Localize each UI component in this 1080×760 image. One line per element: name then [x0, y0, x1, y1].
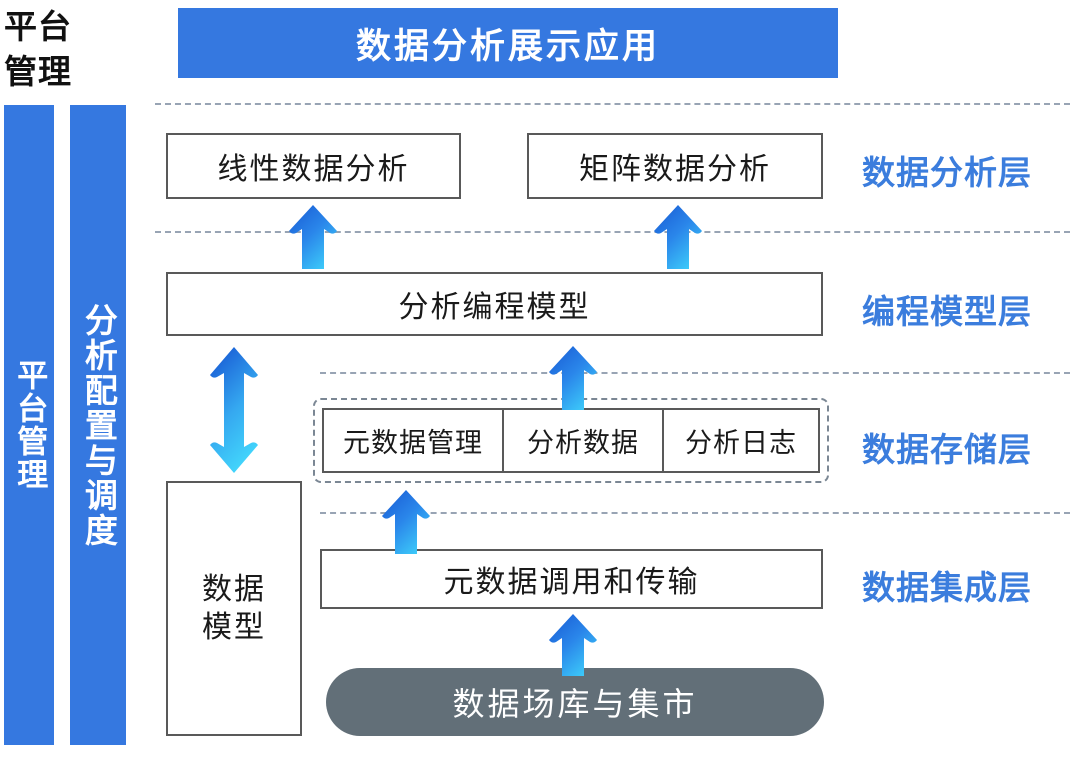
- layer-separator-4: [320, 512, 1070, 514]
- arrow-up-linear-analysis: [289, 205, 337, 269]
- node-analysis-data[interactable]: 分析数据: [502, 410, 662, 471]
- arrow-up-storage-to-model: [549, 346, 597, 410]
- arrow-up-matrix-analysis: [654, 205, 702, 269]
- layer-label-analysis: 数据分析层: [862, 154, 1032, 191]
- corner-title-line2: 管理: [4, 53, 72, 90]
- node-metadata-management[interactable]: 元数据管理: [343, 428, 483, 458]
- layer-separator-3: [320, 372, 1070, 374]
- sidebar-analysis-config-scheduling[interactable]: 分析配置与调度: [70, 105, 126, 745]
- node-metadata-transport[interactable]: 元数据调用和传输: [320, 549, 823, 609]
- layer-label-data-storage: 数据存储层: [862, 431, 1032, 468]
- node-analysis-log[interactable]: 分析日志: [662, 410, 818, 471]
- corner-title-line1: 平台: [4, 8, 72, 46]
- layer-separator-2: [155, 231, 1070, 233]
- node-linear-data-analysis[interactable]: 线性数据分析: [166, 133, 461, 199]
- app-header-title: 数据分析展示应用: [178, 8, 838, 78]
- node-data-mart[interactable]: 数据场库与集市: [326, 668, 824, 736]
- layer-label-data-integration: 数据集成层: [862, 569, 1032, 606]
- node-data-model-line2: 模型: [202, 610, 266, 644]
- node-analysis-programming-model[interactable]: 分析编程模型: [166, 272, 823, 336]
- node-data-model-line1: 数据: [202, 573, 266, 606]
- corner-title: 平台 管理: [4, 2, 114, 98]
- layer-label-programming-model: 编程模型层: [862, 293, 1032, 330]
- storage-layer-cells: 元数据管理 分析数据 分析日志: [322, 408, 820, 473]
- node-matrix-data-analysis[interactable]: 矩阵数据分析: [527, 133, 823, 199]
- arrow-bidirectional-data-model: [210, 347, 258, 473]
- sidebar-platform-management[interactable]: 平台管理: [4, 105, 54, 745]
- arrow-up-transport-to-storage: [382, 490, 430, 554]
- layer-separator-1: [155, 103, 1070, 105]
- node-data-model[interactable]: 数据 模型: [166, 481, 302, 736]
- arrow-up-mart-to-transport: [549, 614, 597, 676]
